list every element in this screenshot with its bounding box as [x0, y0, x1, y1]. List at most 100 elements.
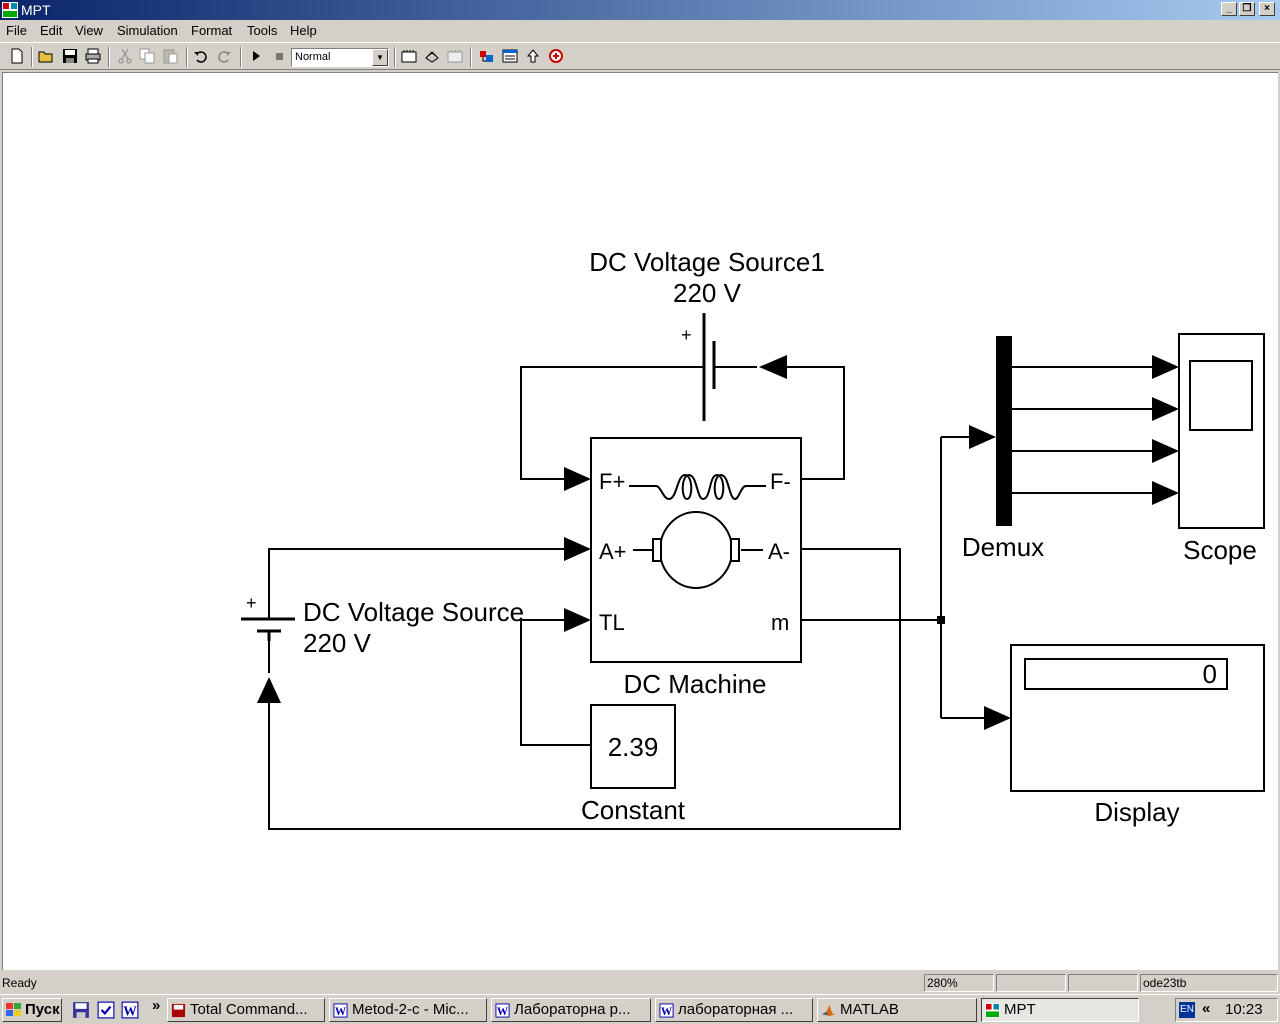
start-label: Пуск	[25, 1001, 60, 1018]
port-aplus: A+	[599, 539, 627, 564]
open-icon[interactable]	[38, 48, 54, 64]
line-source1-to-fplus[interactable]	[520, 366, 703, 480]
simulink-app-icon	[2, 2, 18, 18]
line-constant-to-tl[interactable]	[520, 619, 591, 746]
task-label: Лабораторна р...	[514, 1001, 631, 1018]
constant-block[interactable]: 2.39 Constant	[581, 704, 686, 825]
port-fminus: F-	[770, 469, 791, 494]
armature-icon	[659, 511, 733, 589]
system-tray: EN « 10:23	[1175, 998, 1278, 1022]
toolbar-separator	[240, 47, 242, 67]
model-canvas[interactable]: + DC Voltage Source1 220 V + DC Voltage …	[2, 72, 1278, 970]
new-icon[interactable]	[9, 48, 25, 64]
menu-file[interactable]: File	[6, 23, 27, 38]
desktop-icon[interactable]	[97, 1001, 115, 1019]
signal-lines	[268, 366, 1153, 830]
task-word-metod[interactable]: W Metod-2-c - Mic...	[329, 998, 487, 1022]
dc-voltage-source1-value: 220 V	[673, 278, 742, 308]
arrowheads	[257, 355, 1179, 730]
dc-voltage-source1-block[interactable]: + DC Voltage Source1 220 V	[589, 247, 825, 421]
toolbar-separator	[108, 47, 110, 67]
plus-sign: +	[681, 325, 692, 345]
task-word-lab2[interactable]: W лабораторная ...	[655, 998, 813, 1022]
stop-icon[interactable]	[271, 48, 287, 64]
task-matlab[interactable]: MATLAB	[817, 998, 977, 1022]
simulink-app-icon	[985, 1003, 1000, 1018]
close-button[interactable]: ×	[1259, 2, 1275, 16]
task-label: лабораторная ...	[678, 1001, 794, 1018]
word-icon[interactable]: W	[121, 1001, 139, 1019]
restore-button[interactable]: ❐	[1239, 2, 1255, 16]
debug-icon[interactable]	[479, 48, 495, 64]
window-title: MPT	[21, 2, 51, 18]
parent-icon[interactable]	[525, 48, 541, 64]
line-aminus-to-source[interactable]	[268, 548, 901, 830]
word-doc-icon: W	[659, 1003, 674, 1018]
port-tl: TL	[599, 610, 625, 635]
dc-voltage-source1-label: DC Voltage Source1	[589, 247, 825, 277]
task-word-lab1[interactable]: W Лабораторна р...	[491, 998, 651, 1022]
matlab-icon	[821, 1004, 836, 1017]
display-block[interactable]: 0 Display	[1010, 644, 1265, 827]
menu-help[interactable]: Help	[290, 23, 317, 38]
task-label: MPT	[1004, 1001, 1036, 1018]
clock: 10:23	[1225, 1001, 1263, 1018]
start-button[interactable]: Пуск	[2, 998, 62, 1022]
word-doc-icon: W	[495, 1003, 510, 1018]
display-value: 0	[1203, 659, 1217, 689]
demux-label: Demux	[962, 532, 1044, 562]
tray-expand-chevron[interactable]: «	[1202, 1000, 1211, 1017]
menu-tools[interactable]: Tools	[247, 23, 278, 38]
dc-voltage-source-block[interactable]: + DC Voltage Source 220 V	[241, 571, 524, 658]
svg-text:W: W	[497, 1006, 509, 1018]
save-disk-icon[interactable]	[72, 1001, 90, 1019]
menu-simulation[interactable]: Simulation	[117, 23, 178, 38]
cut-icon[interactable]	[117, 48, 133, 64]
constant-value: 2.39	[608, 732, 659, 762]
play-icon[interactable]	[248, 48, 264, 64]
dc-voltage-source-value: 220 V	[303, 628, 372, 658]
build-icon[interactable]	[424, 48, 440, 64]
menu-format[interactable]: Format	[191, 23, 233, 38]
line-fminus-to-source1[interactable]	[787, 366, 845, 480]
print-icon[interactable]	[85, 48, 101, 64]
dc-machine-block[interactable]: F+ F- A+ A- TL m DC Machine	[590, 437, 802, 699]
line-source-to-aplus[interactable]	[268, 548, 566, 571]
task-mpt[interactable]: MPT	[981, 998, 1139, 1022]
undo-icon[interactable]	[193, 48, 209, 64]
word-doc-icon: W	[333, 1003, 348, 1018]
task-total-commander[interactable]: Total Command...	[167, 998, 325, 1022]
redo-icon[interactable]	[216, 48, 232, 64]
port-fplus: F+	[599, 469, 625, 494]
scope-screen-icon	[1189, 360, 1253, 431]
toolbar-separator	[186, 47, 188, 67]
menu-edit[interactable]: Edit	[40, 23, 63, 38]
menu-bar: File Edit View Simulation Format Tools H…	[0, 20, 1280, 41]
copy-icon[interactable]	[139, 48, 155, 64]
toolbar-separator	[394, 47, 396, 67]
simulation-mode-value: Normal	[295, 51, 331, 63]
zoom-level: 280%	[924, 974, 994, 992]
status-cell-empty	[996, 974, 1066, 992]
library-icon[interactable]	[401, 48, 417, 64]
toolbar: Normal ▼	[0, 42, 1280, 70]
minimize-button[interactable]: _	[1221, 2, 1237, 16]
task-label: MATLAB	[840, 1001, 899, 1018]
language-indicator[interactable]: EN	[1179, 1002, 1195, 1018]
svg-text:W: W	[661, 1006, 673, 1018]
more-quicklaunch-chevron[interactable]: »	[152, 997, 161, 1014]
simulation-mode-select[interactable]: Normal ▼	[291, 48, 389, 67]
paste-icon[interactable]	[162, 48, 178, 64]
menu-view[interactable]: View	[75, 23, 103, 38]
windows-logo-icon	[6, 1003, 21, 1016]
refresh-icon[interactable]	[447, 48, 463, 64]
scope-block[interactable]: Scope	[1178, 333, 1265, 565]
explorer-icon[interactable]	[502, 48, 518, 64]
demux-block[interactable]: Demux	[962, 336, 1044, 562]
svg-text:W: W	[335, 1006, 347, 1018]
save-icon[interactable]	[62, 48, 78, 64]
signal-icon[interactable]	[548, 48, 564, 64]
port-m: m	[771, 610, 789, 635]
chevron-down-icon[interactable]: ▼	[372, 49, 388, 66]
